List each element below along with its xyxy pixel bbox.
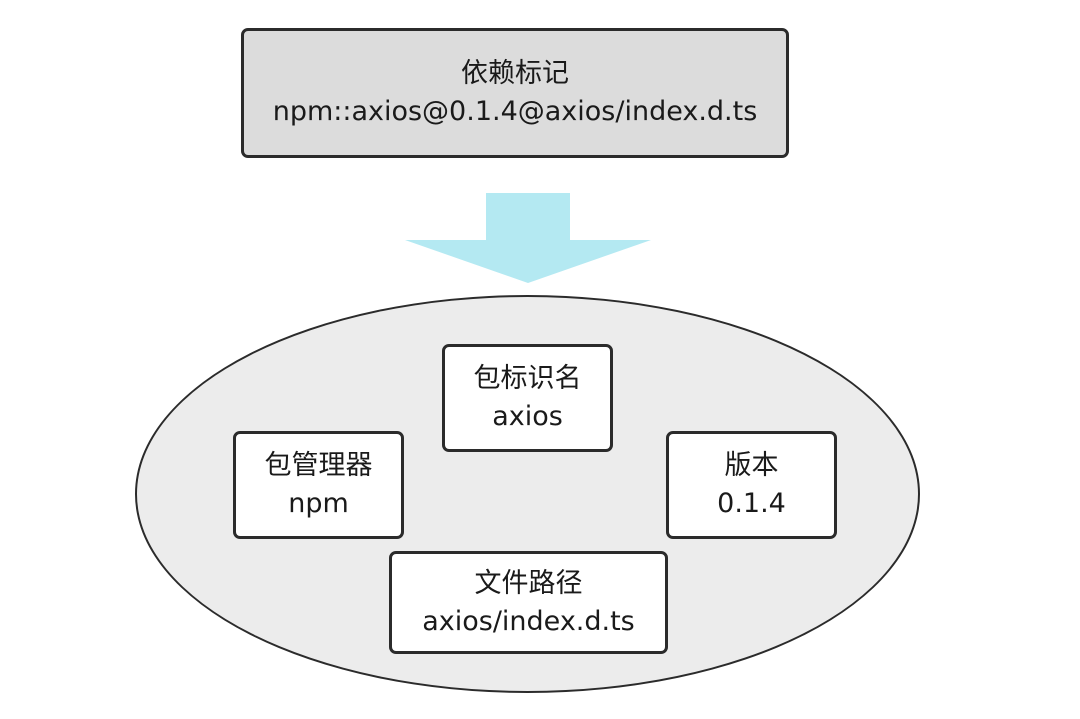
package-manager-box: 包管理器 npm bbox=[233, 431, 404, 539]
package-manager-title: 包管理器 bbox=[264, 450, 373, 481]
file-path-box: 文件路径 axios/index.d.ts bbox=[389, 551, 668, 654]
down-arrow-icon bbox=[405, 193, 651, 283]
file-path-value: axios/index.d.ts bbox=[422, 605, 635, 637]
dependency-marker-title: 依赖标记 bbox=[461, 58, 569, 89]
dependency-marker-value: npm::axios@0.1.4@axios/index.d.ts bbox=[272, 96, 758, 127]
package-name-title: 包标识名 bbox=[473, 363, 582, 394]
version-box: 版本 0.1.4 bbox=[666, 431, 837, 539]
package-name-box: 包标识名 axios bbox=[442, 344, 613, 452]
package-manager-value: npm bbox=[288, 488, 349, 519]
file-path-title: 文件路径 bbox=[474, 567, 583, 599]
version-value: 0.1.4 bbox=[717, 488, 786, 519]
dependency-marker-box: 依赖标记 npm::axios@0.1.4@axios/index.d.ts bbox=[241, 28, 789, 158]
package-name-value: axios bbox=[492, 401, 563, 432]
down-arrow-shape bbox=[405, 193, 651, 283]
version-title: 版本 bbox=[724, 450, 779, 481]
